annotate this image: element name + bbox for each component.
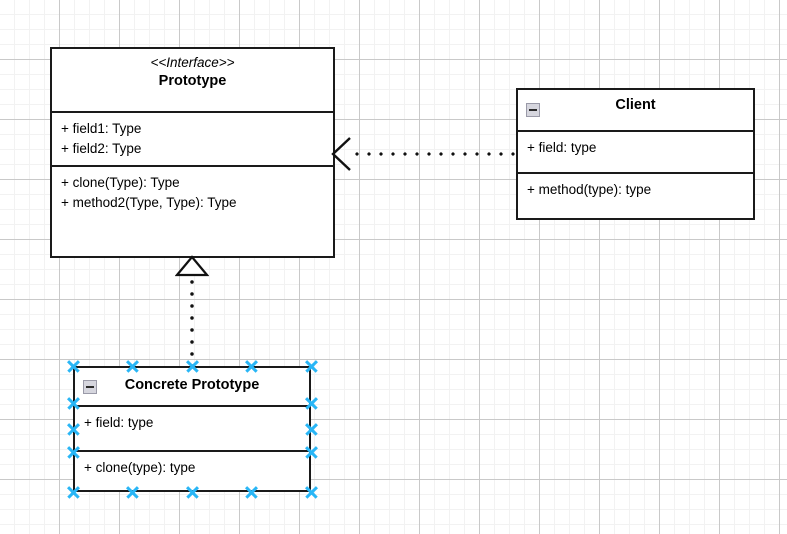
dependency-open-arrowhead bbox=[331, 137, 351, 171]
concrete-prototype-fields-compartment: + field: type bbox=[75, 405, 309, 450]
concrete-prototype-field-1: + field: type bbox=[84, 415, 154, 430]
resize-handle-x-icon[interactable] bbox=[305, 423, 318, 436]
prototype-field-2: + field2: Type bbox=[61, 140, 142, 156]
prototype-methods-compartment: + clone(Type): Type + method2(Type, Type… bbox=[52, 165, 333, 256]
client-header: Client bbox=[518, 90, 753, 130]
resize-handle-x-icon[interactable] bbox=[186, 486, 199, 499]
realization-line-concrete-to-prototype[interactable] bbox=[190, 276, 194, 366]
resize-handle-x-icon[interactable] bbox=[305, 446, 318, 459]
client-fields-compartment: + field: type bbox=[518, 130, 753, 172]
resize-handle-x-icon[interactable] bbox=[245, 360, 258, 373]
concrete-prototype-header: Concrete Prototype bbox=[75, 368, 309, 405]
concrete-prototype-method-1: + clone(type): type bbox=[84, 460, 196, 475]
resize-handle-x-icon[interactable] bbox=[67, 446, 80, 459]
resize-handle-x-icon[interactable] bbox=[305, 360, 318, 373]
prototype-field-1: + field1: Type bbox=[61, 121, 142, 136]
uml-class-prototype[interactable]: <<Interface>> Prototype + field1: Type +… bbox=[50, 47, 335, 258]
prototype-stereotype: <<Interface>> bbox=[150, 55, 235, 70]
prototype-header: <<Interface>> Prototype bbox=[52, 49, 333, 111]
resize-handle-x-icon[interactable] bbox=[67, 423, 80, 436]
client-field-1: + field: type bbox=[527, 140, 597, 155]
concrete-prototype-title: Concrete Prototype bbox=[124, 377, 260, 393]
prototype-fields-compartment: + field1: Type + field2: Type bbox=[52, 111, 333, 165]
resize-handle-x-icon[interactable] bbox=[126, 360, 139, 373]
resize-handle-x-icon[interactable] bbox=[186, 360, 199, 373]
minus-icon[interactable] bbox=[526, 103, 540, 117]
client-title: Client bbox=[615, 97, 656, 113]
resize-handle-x-icon[interactable] bbox=[305, 397, 318, 410]
prototype-method-1: + clone(Type): Type bbox=[61, 175, 180, 190]
resize-handle-x-icon[interactable] bbox=[126, 486, 139, 499]
uml-class-concrete-prototype[interactable]: Concrete Prototype + field: type + clone… bbox=[73, 366, 311, 492]
concrete-prototype-methods-compartment: + clone(type): type bbox=[75, 450, 309, 490]
resize-handle-x-icon[interactable] bbox=[67, 397, 80, 410]
dependency-line-client-to-prototype[interactable] bbox=[351, 152, 517, 156]
client-method-1: + method(type): type bbox=[527, 182, 652, 197]
realization-hollow-triangle bbox=[175, 255, 209, 277]
minus-icon[interactable] bbox=[83, 379, 97, 394]
prototype-title: Prototype bbox=[158, 72, 227, 89]
resize-handle-x-icon[interactable] bbox=[67, 360, 80, 373]
client-methods-compartment: + method(type): type bbox=[518, 172, 753, 218]
resize-handle-x-icon[interactable] bbox=[245, 486, 258, 499]
resize-handle-x-icon[interactable] bbox=[305, 486, 318, 499]
uml-class-client[interactable]: Client + field: type + method(type): typ… bbox=[516, 88, 755, 220]
prototype-method-2: + method2(Type, Type): Type bbox=[61, 194, 237, 210]
resize-handle-x-icon[interactable] bbox=[67, 486, 80, 499]
